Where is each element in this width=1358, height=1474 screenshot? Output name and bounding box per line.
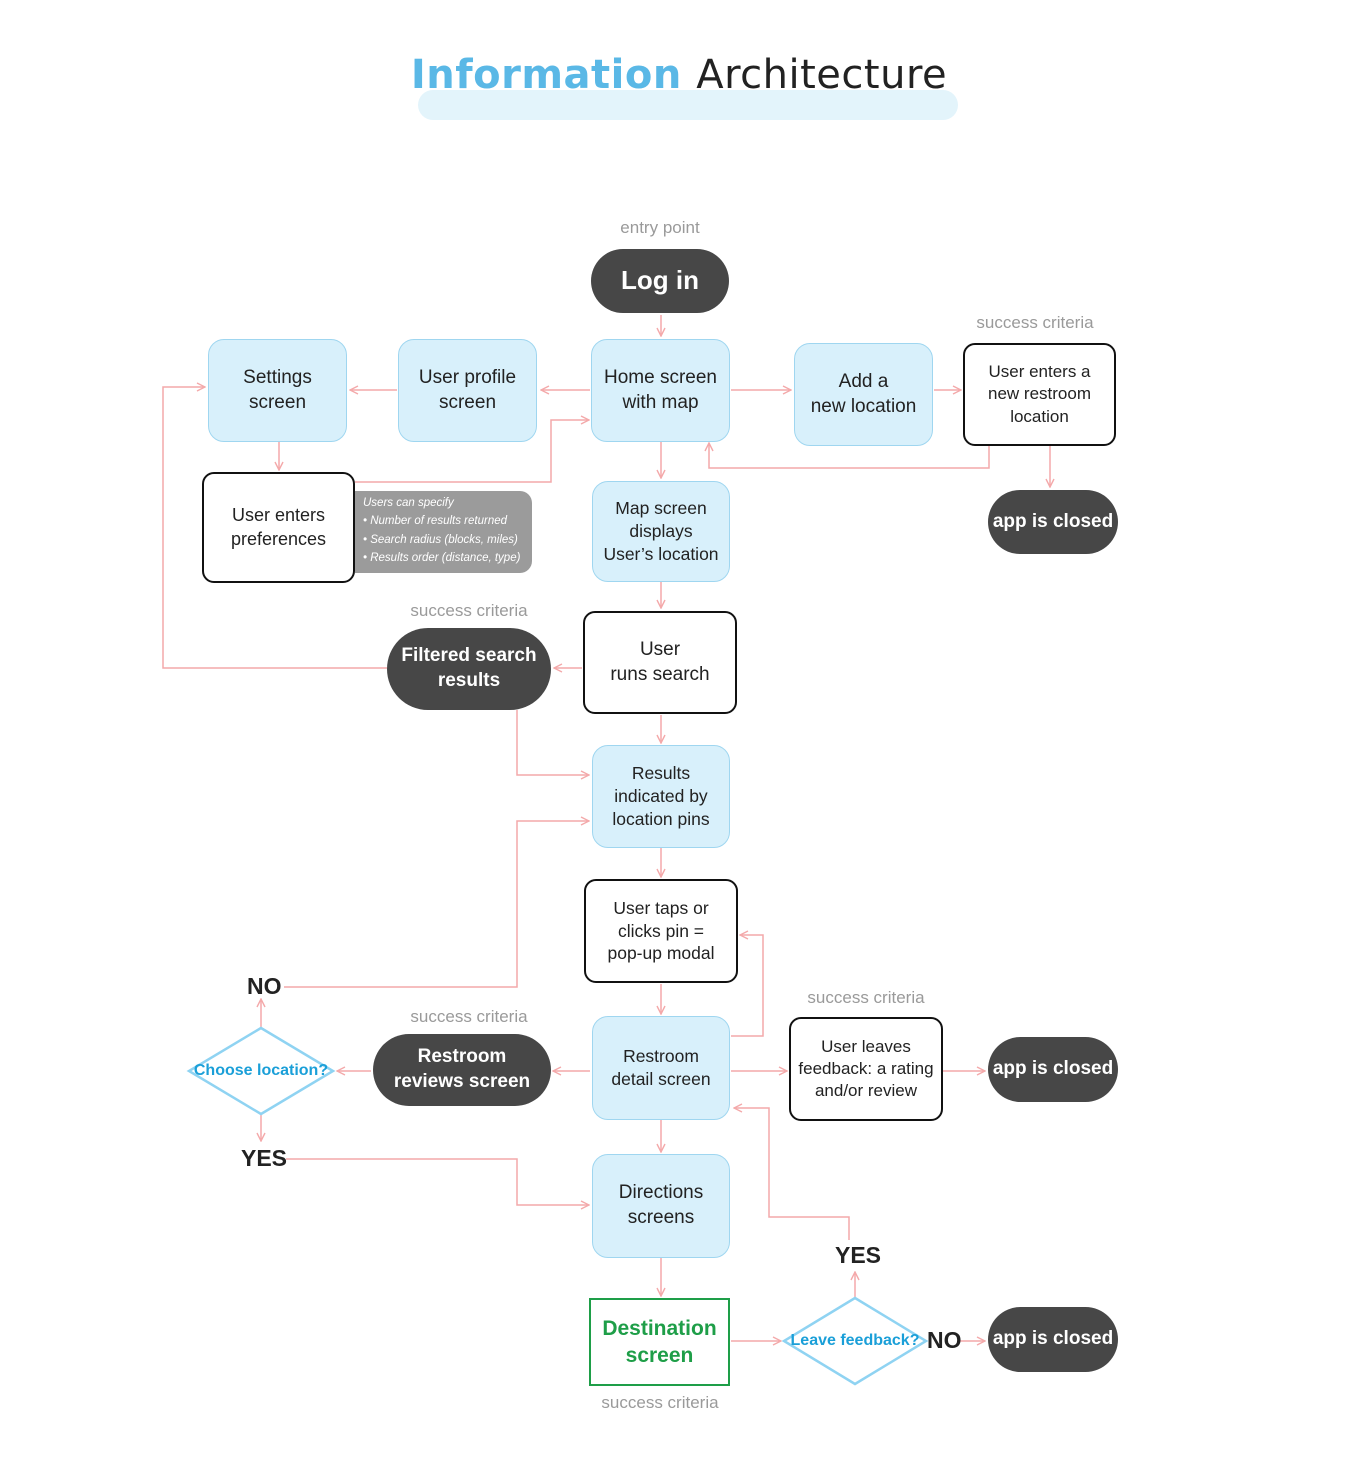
arrow-prefs-home — [355, 420, 589, 483]
leave-feedback-label: Leave feedback? — [790, 1332, 920, 1349]
destination-node: Destination screen — [589, 1298, 730, 1386]
settings-node: Settings screen — [208, 339, 347, 442]
runs-search-node: User runs search — [583, 611, 737, 714]
app-closed-node-3: app is closed — [988, 1307, 1118, 1372]
reviews-node: Restroom reviews screen — [373, 1034, 551, 1106]
app-closed-node-1: app is closed — [988, 490, 1118, 554]
caption-success-filtered: success criteria — [410, 601, 528, 620]
arrow-detail-taps — [731, 935, 764, 1037]
app-closed-node-2: app is closed — [988, 1037, 1118, 1102]
no-label-feedback: NO — [927, 1327, 962, 1353]
title-rest: Architecture — [696, 52, 948, 98]
title-highlight-word: Information — [410, 52, 682, 98]
map-screen-node: Map screen displays User’s location — [592, 481, 730, 582]
log-in-node: Log in — [591, 249, 729, 313]
arrow-no-results — [284, 821, 589, 988]
arrow-enters-home — [709, 443, 990, 469]
page-title: Information Architecture — [0, 52, 1358, 98]
user-profile-node: User profile screen — [398, 339, 537, 442]
directions-node: Directions screens — [592, 1154, 730, 1258]
arrow-yes-directions — [286, 1158, 589, 1205]
yes-label-choose: YES — [241, 1145, 288, 1171]
preferences-note: Users can specify • Number of results re… — [355, 491, 532, 573]
taps-pin-node: User taps or clicks pin = pop-up modal — [584, 879, 738, 983]
caption-success-destination: success criteria — [601, 1393, 719, 1412]
title-highlight-bar — [418, 90, 958, 120]
caption-entry-point: entry point — [620, 218, 700, 237]
arrow-yes-detail — [734, 1108, 850, 1240]
feedback-node: User leaves feedback: a rating and/or re… — [789, 1017, 943, 1121]
user-enters-restroom-node: User enters a new restroom location — [963, 343, 1116, 446]
restroom-detail-node: Restroom detail screen — [592, 1016, 730, 1120]
results-pins-node: Results indicated by location pins — [592, 745, 730, 848]
add-location-node: Add a new location — [794, 343, 933, 446]
choose-location-label: Choose location? — [193, 1062, 329, 1079]
leave-feedback-diamond — [781, 1296, 929, 1386]
filtered-results-node: Filtered search results — [387, 628, 551, 710]
choose-location-diamond — [186, 1026, 336, 1116]
no-label-choose: NO — [247, 973, 282, 999]
caption-success-reviews: success criteria — [410, 1007, 528, 1026]
arrow-filtered-results — [516, 710, 589, 775]
home-screen-node: Home screen with map — [591, 339, 730, 442]
yes-label-feedback: YES — [835, 1242, 882, 1268]
arrow-filtered-settings — [162, 387, 387, 669]
caption-success-feedback: success criteria — [807, 988, 925, 1007]
caption-success-add: success criteria — [976, 313, 1094, 332]
user-preferences-node: User enters preferences — [202, 472, 355, 583]
